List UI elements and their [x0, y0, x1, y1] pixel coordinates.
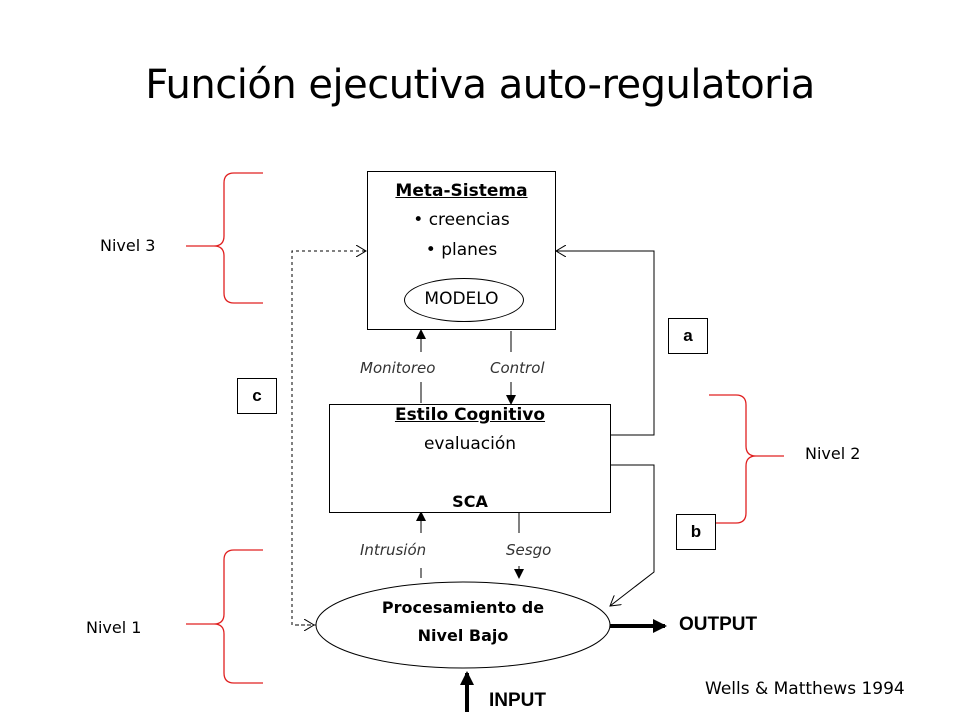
path-c-label: c — [237, 378, 277, 414]
cognitive-style-box: Estilo Cognitivo evaluación SCA — [329, 404, 611, 513]
intrusion-label: Intrusión — [360, 541, 427, 559]
meta-system-heading: Meta-Sistema — [395, 181, 528, 201]
output-label: OUTPUT — [679, 614, 758, 635]
sca-label: SCA — [452, 492, 488, 511]
meta-system-box: Meta-Sistema • creencias • planes MODELO — [367, 171, 556, 330]
page-title: Función ejecutiva auto-regulatoria — [145, 62, 815, 108]
level1-label: Nivel 1 — [86, 618, 142, 637]
path-b-line — [610, 464, 655, 606]
bias-label: Sesgo — [506, 541, 552, 559]
path-a-line — [556, 251, 655, 436]
control-label: Control — [490, 359, 545, 377]
low-level-line2: Nivel Bajo — [417, 626, 509, 645]
path-b-label: b — [676, 514, 716, 550]
level2-label: Nivel 2 — [805, 444, 861, 463]
cognitive-style-heading: Estilo Cognitivo — [394, 405, 546, 425]
low-level-line1: Procesamiento de — [381, 598, 545, 617]
low-level-ellipse — [315, 581, 611, 669]
level3-brace — [186, 172, 263, 304]
meta-system-bullet-beliefs: • creencias — [413, 210, 510, 230]
level3-label: Nivel 3 — [100, 236, 156, 255]
meta-system-bullet-plans: • planes — [425, 240, 498, 260]
input-label: INPUT — [489, 690, 546, 711]
evaluation-label: evaluación — [423, 434, 517, 454]
model-label: MODELO — [424, 289, 499, 309]
model-ellipse — [404, 278, 524, 322]
citation: Wells & Matthews 1994 — [705, 679, 905, 699]
monitoring-label: Monitoreo — [360, 359, 436, 377]
level1-brace — [186, 549, 263, 684]
level2-brace — [709, 394, 784, 524]
path-a-label: a — [668, 318, 708, 354]
